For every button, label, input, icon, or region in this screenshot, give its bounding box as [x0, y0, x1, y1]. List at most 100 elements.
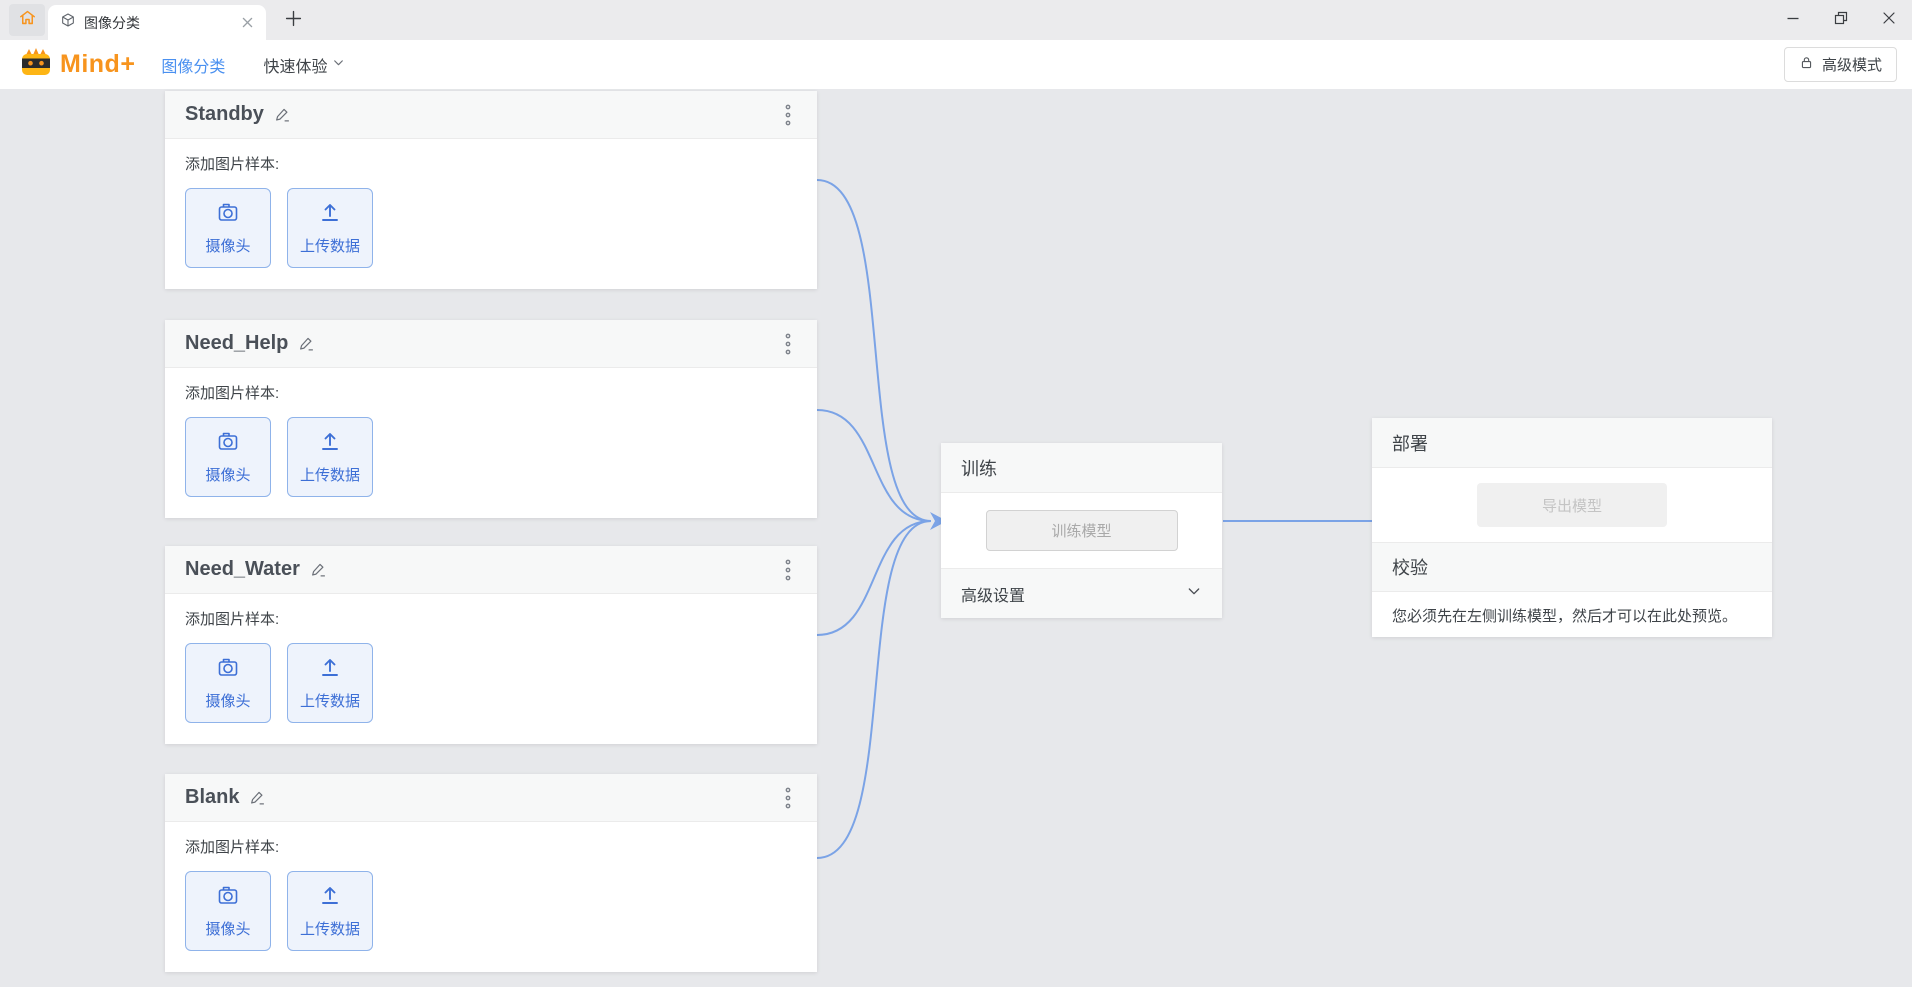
class-name: Need_Help: [185, 332, 289, 354]
class-name: Standby: [185, 103, 264, 125]
deploy-card-body: 导出模型: [1372, 468, 1772, 542]
class-card-body: 添加图片样本: 摄像头 上传数据: [165, 822, 817, 951]
advanced-settings-toggle[interactable]: 高级设置: [941, 568, 1222, 618]
logo-text: Mind+: [60, 50, 136, 78]
connection-blank-to-training: [816, 520, 932, 859]
camera-button[interactable]: 摄像头: [185, 188, 271, 268]
advanced-mode-button[interactable]: 高级模式: [1783, 47, 1897, 82]
minimize-icon: [1786, 11, 1800, 30]
class-card-standby: Standby 添加图片样本:: [165, 91, 817, 289]
robot-logo-icon: [18, 46, 54, 83]
add-sample-label: 添加图片样本:: [185, 385, 280, 402]
add-sample-label: 添加图片样本:: [185, 156, 280, 173]
upload-button-label: 上传数据: [299, 921, 360, 938]
class-menu-button[interactable]: [777, 330, 799, 358]
class-card-body: 添加图片样本: 摄像头 上传数据: [165, 139, 817, 268]
sample-buttons: 摄像头 上传数据: [185, 643, 797, 723]
window-close-button[interactable]: [1872, 0, 1906, 40]
add-sample-label: 添加图片样本:: [185, 611, 280, 628]
cube-icon: [60, 12, 76, 33]
deploy-card: 部署 导出模型 校验 您必须先在左侧训练模型，然后才可以在此处预览。: [1372, 418, 1772, 637]
mindplus-logo: Mind+: [18, 46, 135, 83]
camera-icon: [215, 883, 241, 911]
advanced-mode-label: 高级模式: [1821, 57, 1882, 74]
edit-class-name-button[interactable]: [249, 789, 266, 806]
class-menu-button[interactable]: [777, 556, 799, 584]
camera-button[interactable]: 摄像头: [185, 643, 271, 723]
training-title: 训练: [961, 458, 997, 479]
class-card-blank: Blank 添加图片样本:: [165, 774, 817, 972]
add-sample-label: 添加图片样本:: [185, 839, 280, 856]
class-name: Need_Water: [185, 558, 300, 580]
upload-icon: [317, 429, 343, 457]
camera-icon: [215, 655, 241, 683]
camera-button-label: 摄像头: [205, 921, 251, 938]
chevron-down-icon: [332, 56, 345, 74]
upload-data-button[interactable]: 上传数据: [287, 871, 373, 951]
edit-class-name-button[interactable]: [274, 106, 291, 123]
quick-experience-label: 快速体验: [263, 58, 328, 76]
export-model-button[interactable]: 导出模型: [1477, 483, 1667, 527]
upload-data-button[interactable]: 上传数据: [287, 188, 373, 268]
class-card-header: Need_Water: [165, 546, 817, 594]
upload-data-button[interactable]: 上传数据: [287, 417, 373, 497]
class-card-need-help: Need_Help 添加图片样本:: [165, 320, 817, 518]
restore-icon: [1834, 11, 1848, 30]
class-menu-button[interactable]: [777, 101, 799, 129]
camera-button-label: 摄像头: [205, 693, 251, 710]
new-tab-button[interactable]: [282, 10, 304, 32]
advanced-settings-label: 高级设置: [961, 587, 1026, 605]
tab-title: 图像分类: [84, 14, 140, 31]
training-card-body: 训练模型: [941, 493, 1222, 568]
upload-button-label: 上传数据: [299, 693, 360, 710]
lock-icon: [1799, 55, 1814, 74]
deploy-card-header: 部署: [1372, 418, 1772, 468]
home-button[interactable]: [9, 4, 45, 36]
camera-button-label: 摄像头: [205, 238, 251, 255]
tab-close-button[interactable]: [238, 14, 256, 32]
class-card-body: 添加图片样本: 摄像头 上传数据: [165, 594, 817, 723]
camera-icon: [215, 429, 241, 457]
upload-icon: [317, 883, 343, 911]
camera-button[interactable]: 摄像头: [185, 871, 271, 951]
sample-buttons: 摄像头 上传数据: [185, 417, 797, 497]
connection-standby-to-training: [816, 179, 932, 522]
class-card-header: Need_Help: [165, 320, 817, 368]
verify-section-header: 校验: [1372, 542, 1772, 592]
sample-buttons: 摄像头 上传数据: [185, 871, 797, 951]
window-close-icon: [1882, 11, 1896, 30]
window-controls: [1776, 0, 1906, 40]
edit-class-name-button[interactable]: [298, 335, 315, 352]
tab-image-classification[interactable]: 图像分类: [48, 5, 266, 40]
class-menu-button[interactable]: [777, 784, 799, 812]
training-card: 训练 训练模型 高级设置: [941, 443, 1222, 618]
upload-icon: [317, 200, 343, 228]
nav-item-quick-experience[interactable]: 快速体验: [263, 53, 345, 77]
upload-button-label: 上传数据: [299, 467, 360, 484]
tab-bar: 图像分类: [0, 0, 1912, 40]
deploy-title: 部署: [1392, 433, 1428, 454]
plus-icon: [285, 10, 302, 32]
training-card-header: 训练: [941, 443, 1222, 493]
class-card-body: 添加图片样本: 摄像头 上传数据: [165, 368, 817, 497]
nav-item-image-classification[interactable]: 图像分类: [161, 58, 226, 76]
train-model-button[interactable]: 训练模型: [985, 510, 1178, 551]
restore-button[interactable]: [1824, 0, 1858, 40]
upload-data-button[interactable]: 上传数据: [287, 643, 373, 723]
edit-class-name-button[interactable]: [310, 561, 327, 578]
connection-needhelp-to-training: [816, 409, 932, 522]
camera-icon: [215, 200, 241, 228]
upload-icon: [317, 655, 343, 683]
class-card-header: Standby: [165, 91, 817, 139]
upload-button-label: 上传数据: [299, 238, 360, 255]
app-header: Mind+ 图像分类 快速体验 高级模式: [0, 40, 1912, 89]
verify-hint-text: 您必须先在左侧训练模型，然后才可以在此处预览。: [1392, 608, 1738, 625]
chevron-down-icon: [1186, 583, 1202, 604]
camera-button-label: 摄像头: [205, 467, 251, 484]
class-name: Blank: [185, 786, 240, 808]
class-card-header: Blank: [165, 774, 817, 822]
minimize-button[interactable]: [1776, 0, 1810, 40]
camera-button[interactable]: 摄像头: [185, 417, 271, 497]
verify-title: 校验: [1392, 558, 1428, 578]
